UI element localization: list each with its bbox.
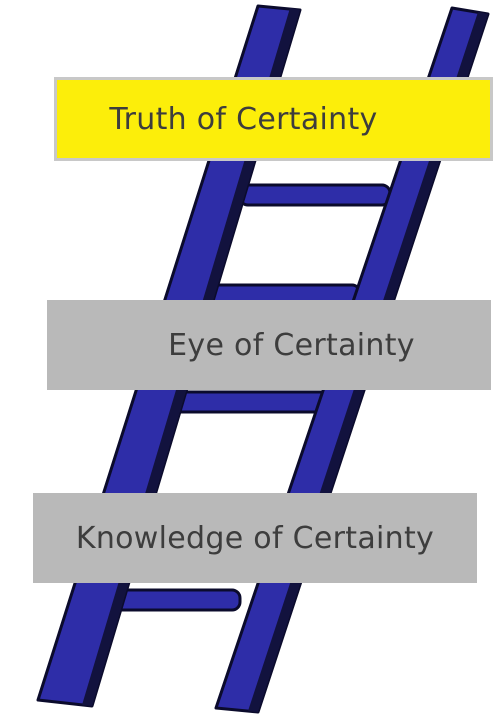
level-label: Knowledge of Certainty <box>76 521 434 556</box>
level-truth-of-certainty: Truth of Certainty <box>54 77 493 161</box>
level-label: Eye of Certainty <box>168 328 415 363</box>
ladder-rung <box>168 392 328 412</box>
level-eye-of-certainty: Eye of Certainty <box>47 300 491 390</box>
level-knowledge-of-certainty: Knowledge of Certainty <box>33 493 477 583</box>
level-label: Truth of Certainty <box>109 102 377 137</box>
ladder-rung <box>240 185 390 205</box>
